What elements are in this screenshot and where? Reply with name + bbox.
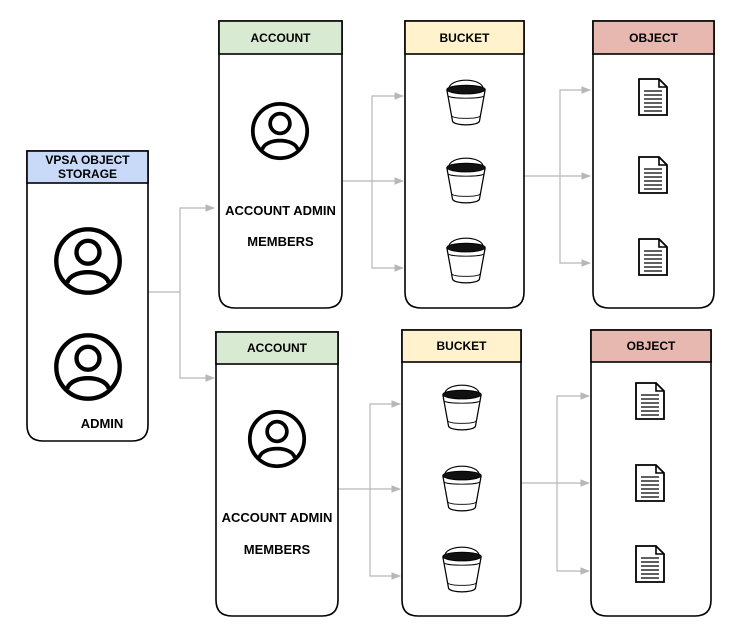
object-1-container: OBJECT [592, 20, 715, 309]
account-1-label-line-1: ACCOUNT ADMIN [225, 203, 336, 218]
account-2-header [215, 331, 339, 365]
bucket-1-header-text: BUCKET [440, 31, 491, 45]
object-1-header-text: OBJECT [629, 31, 678, 45]
connector-account-2-bucket-1 [369, 400, 401, 489]
bucket-1-header [404, 20, 525, 55]
connector-bucket-2-object-1 [556, 392, 590, 483]
connector-bucket-1-object-1 [559, 86, 591, 176]
account-2-label-line-2: MEMBERS [244, 542, 311, 557]
object-1-header [592, 20, 715, 55]
connector-vpsa-account-2 [179, 292, 215, 382]
account-2-label-line-1: ACCOUNT ADMIN [222, 510, 333, 525]
object-2-header [590, 329, 712, 363]
vpsa-header [26, 150, 149, 184]
bucket-1-container: BUCKET [404, 20, 525, 309]
object-2-header-text: OBJECT [627, 339, 676, 353]
account-1-container: ACCOUNT ACCOUNT ADMIN MEMBERS [218, 20, 343, 309]
vpsa-container: VPSA OBJECT STORAGE ADMIN [26, 150, 149, 442]
connector-account-1-bucket-1 [371, 92, 404, 181]
vpsa-header-line-1: VPSA OBJECT [45, 153, 130, 167]
account-1-header [218, 20, 343, 55]
connector-bucket-1-object-3 [559, 176, 591, 267]
document-icon [638, 238, 668, 276]
document-icon [635, 545, 665, 583]
account-1-box [218, 20, 343, 309]
account-1-label-line-2: MEMBERS [247, 234, 314, 249]
connector-account-2-bucket-3 [369, 489, 401, 580]
bucket-2-header [401, 329, 522, 363]
document-icon [638, 78, 668, 116]
connector-account-1-bucket-3 [371, 181, 404, 272]
connector-bucket-2-object-3 [556, 483, 590, 575]
connectors [148, 86, 591, 580]
document-icon [635, 464, 665, 502]
bucket-2-header-text: BUCKET [437, 339, 488, 353]
account-2-header-text: ACCOUNT [247, 341, 308, 355]
vpsa-header-line-2: STORAGE [58, 167, 117, 181]
connector-vpsa-account-1 [148, 204, 215, 293]
bucket-2-container: BUCKET [401, 329, 522, 617]
account-1-header-text: ACCOUNT [251, 31, 312, 45]
account-2-box [215, 331, 339, 617]
document-icon [635, 382, 665, 420]
admin-label: ADMIN [81, 416, 124, 431]
document-icon [638, 156, 668, 194]
account-2-container: ACCOUNT ACCOUNT ADMIN MEMBERS [215, 331, 339, 617]
object-2-container: OBJECT [590, 329, 712, 617]
